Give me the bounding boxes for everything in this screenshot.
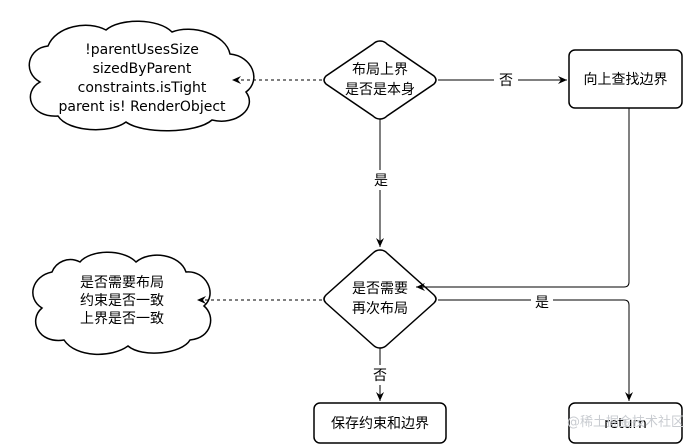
cloud-bottom-line-1: 是否需要布局 (80, 275, 164, 291)
decision-top: 布局上界 是否是本身 (323, 40, 437, 120)
edge-bottom-to-save-label: 否 (373, 368, 387, 384)
edge-bottom-to-return-label-bg (531, 292, 553, 312)
cloud-top-line-1: !parentUsesSize (85, 42, 199, 58)
cloud-top: !parentUsesSize sizedByParent constraint… (28, 20, 255, 132)
decision-top-line-1: 布局上界 (352, 62, 408, 78)
decision-top-shape (323, 40, 437, 120)
edge-top-to-box-label: 否 (499, 73, 513, 89)
box-find-boundary-shape (568, 49, 683, 109)
decision-bottom: 是否需要 再次布局 (323, 249, 437, 349)
edge-box-to-bottom (416, 108, 630, 291)
edge-bottom-to-return (438, 299, 633, 401)
box-save-label: 保存约束和边界 (331, 416, 429, 432)
edge-top-to-box-label-bg (494, 70, 518, 90)
edge-top-to-bottom-label-bg (370, 170, 392, 190)
cloud-top-shape (28, 20, 255, 132)
decision-bottom-line-2: 再次布局 (352, 301, 408, 317)
box-save-shape (313, 402, 447, 444)
decision-bottom-line-1: 是否需要 (352, 281, 408, 297)
cloud-top-line-4: parent is! RenderObject (58, 99, 226, 115)
edge-bottom-to-return-label: 是 (535, 295, 549, 311)
cloud-bottom-line-2: 约束是否一致 (80, 293, 164, 309)
watermark: @稀土掘金技术社区 (567, 414, 684, 430)
edge-top-to-bottom-label: 是 (374, 173, 388, 189)
box-find-boundary: 向上查找边界 (568, 49, 683, 109)
box-return-shape (568, 402, 683, 444)
box-return: return (568, 402, 683, 444)
decision-top-line-2: 是否是本身 (345, 82, 415, 98)
cloud-bottom-shape (32, 251, 212, 356)
cloud-top-line-2: sizedByParent (93, 61, 192, 77)
box-find-boundary-label: 向上查找边界 (584, 72, 668, 88)
box-save: 保存约束和边界 (313, 402, 447, 444)
box-return-label: return (604, 416, 647, 432)
cloud-bottom: 是否需要布局 约束是否一致 上界是否一致 (32, 251, 212, 356)
cloud-bottom-line-3: 上界是否一致 (80, 311, 164, 327)
cloud-top-line-3: constraints.isTight (78, 80, 207, 96)
decision-bottom-shape (323, 249, 437, 349)
edge-bottom-to-save-label-bg (369, 365, 391, 385)
